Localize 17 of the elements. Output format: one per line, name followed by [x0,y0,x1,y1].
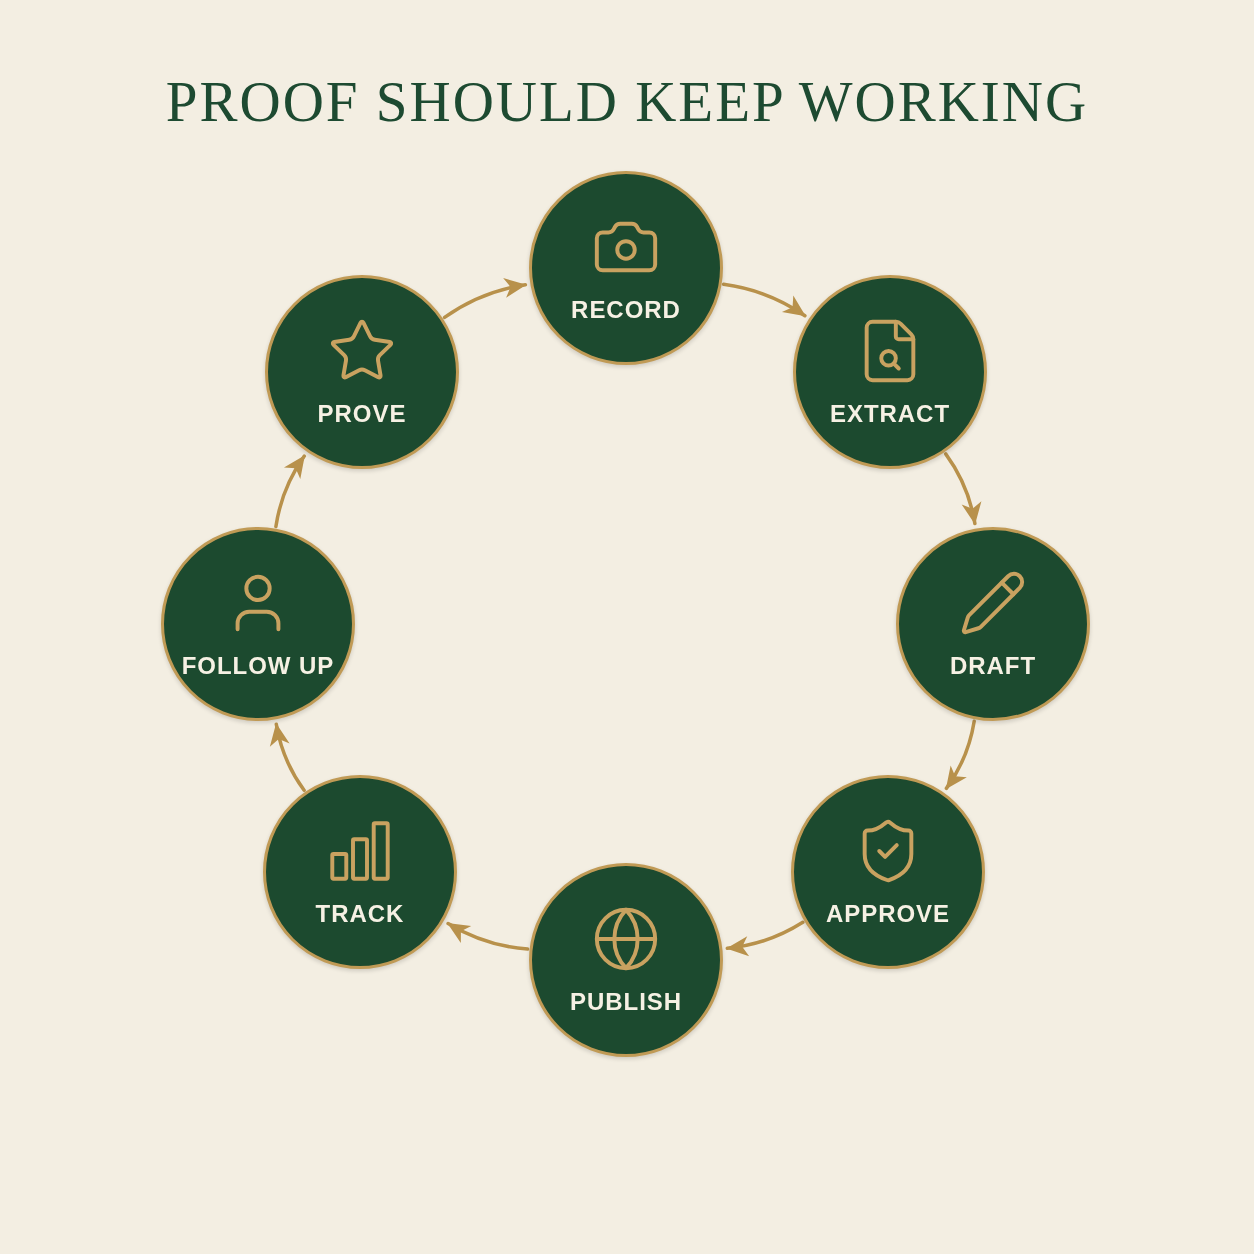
arrow [944,719,976,791]
title: PROOF SHOULD KEEP WORKING [165,69,1089,135]
step-label: EXTRACT [829,400,951,428]
step-label: PUBLISH [569,988,683,1016]
step-label: FOLLOW UP [181,652,335,680]
arrow [721,282,807,318]
step-label: TRACK [315,900,405,928]
arrow [274,454,307,529]
arrow [270,722,306,793]
step-label: APPROVE [825,900,951,928]
arrow [446,921,530,951]
arrow [442,278,528,320]
step-label: PROVE [317,400,407,428]
step-label: DRAFT [949,652,1037,680]
arrow [943,452,981,526]
step-label: RECORD [571,296,681,324]
arrow [725,920,805,956]
